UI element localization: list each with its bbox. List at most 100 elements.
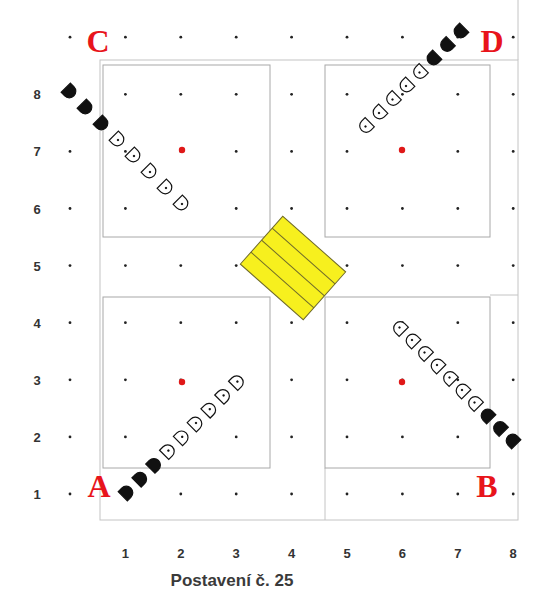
grid-dot bbox=[179, 264, 182, 267]
piece-dot bbox=[410, 338, 413, 341]
piece-shape bbox=[141, 163, 158, 180]
piece-dot bbox=[148, 170, 151, 173]
piece-shape bbox=[357, 118, 374, 135]
label-holder: 5 bbox=[33, 259, 40, 272]
grid-dot bbox=[69, 436, 72, 439]
grid-dot bbox=[69, 264, 72, 267]
frame-line bbox=[325, 468, 326, 520]
grid-dot bbox=[346, 150, 349, 153]
piece-dot bbox=[391, 98, 394, 101]
quadrant-square bbox=[325, 297, 490, 468]
grid-dot bbox=[290, 93, 293, 96]
piece-dot bbox=[222, 394, 225, 397]
white-piece bbox=[429, 357, 446, 374]
grid-dot bbox=[290, 493, 293, 496]
piece-shape bbox=[411, 64, 428, 81]
white-piece bbox=[141, 163, 158, 180]
red-point bbox=[399, 379, 405, 385]
row-number: 2 bbox=[33, 430, 40, 443]
row-number: 5 bbox=[33, 259, 40, 272]
grid-dot bbox=[235, 321, 238, 324]
white-piece bbox=[411, 64, 428, 81]
red-point bbox=[399, 147, 405, 153]
piece-shape bbox=[173, 428, 190, 445]
grid-dot bbox=[235, 36, 238, 39]
white-piece bbox=[201, 401, 218, 418]
row-number: 3 bbox=[33, 373, 40, 386]
grid-dot bbox=[346, 436, 349, 439]
black-piece bbox=[132, 470, 149, 487]
piece-dot bbox=[448, 376, 451, 379]
label-holder: 2 bbox=[177, 547, 184, 560]
grid-dot bbox=[235, 493, 238, 496]
piece-dot bbox=[398, 326, 401, 329]
grid-dot bbox=[290, 378, 293, 381]
piece-shape bbox=[504, 432, 521, 449]
piece-dot bbox=[164, 186, 167, 189]
piece-shape bbox=[157, 179, 174, 196]
grid-dot bbox=[512, 264, 515, 267]
row-number: 7 bbox=[33, 145, 40, 158]
grid-dots bbox=[69, 36, 515, 496]
grid-dot bbox=[346, 264, 349, 267]
piece-shape bbox=[491, 419, 508, 436]
label-holder: 3 bbox=[33, 373, 40, 386]
corner-letter: B bbox=[476, 470, 497, 502]
piece-shape bbox=[61, 83, 78, 100]
piece-dot bbox=[418, 71, 421, 74]
quadrant-square bbox=[103, 297, 270, 468]
white-piece bbox=[466, 394, 483, 411]
grid-dot bbox=[235, 264, 238, 267]
grid-dot bbox=[235, 207, 238, 210]
label-holder: 4 bbox=[288, 547, 295, 560]
piece-shape bbox=[118, 484, 135, 501]
yellow-divider bbox=[272, 228, 335, 284]
column-number: 1 bbox=[122, 547, 129, 560]
white-piece bbox=[125, 147, 142, 164]
grid-dot bbox=[124, 93, 127, 96]
white-piece bbox=[357, 118, 374, 135]
grid-dot bbox=[290, 36, 293, 39]
column-number: 2 bbox=[177, 547, 184, 560]
grid-dot bbox=[124, 264, 127, 267]
grid-dot bbox=[512, 493, 515, 496]
row-number: 4 bbox=[33, 316, 40, 329]
grid-dot bbox=[179, 36, 182, 39]
black-piece bbox=[479, 407, 496, 424]
piece-shape bbox=[215, 387, 232, 404]
frame-line bbox=[518, 0, 519, 60]
white-piece bbox=[416, 344, 433, 361]
grid-dot bbox=[124, 436, 127, 439]
piece-shape bbox=[454, 382, 471, 399]
piece-shape bbox=[125, 147, 142, 164]
column-number: 7 bbox=[454, 547, 461, 560]
white-piece bbox=[187, 415, 204, 432]
grid-dot bbox=[69, 207, 72, 210]
white-piece bbox=[404, 332, 421, 349]
corner-letter: A bbox=[87, 470, 110, 502]
piece-dot bbox=[236, 380, 239, 383]
piece-dot bbox=[377, 111, 380, 114]
white-piece bbox=[173, 428, 190, 445]
piece-shape bbox=[201, 401, 218, 418]
red-point bbox=[179, 147, 185, 153]
grid-dot bbox=[512, 378, 515, 381]
white-piece bbox=[109, 131, 126, 148]
grid-dot bbox=[456, 264, 459, 267]
piece-shape bbox=[132, 470, 149, 487]
grid-dot bbox=[346, 378, 349, 381]
label-holder: 6 bbox=[33, 202, 40, 215]
black-piece bbox=[438, 37, 455, 54]
grid-dot bbox=[456, 93, 459, 96]
piece-dot bbox=[194, 421, 197, 424]
white-piece bbox=[215, 387, 232, 404]
white-piece bbox=[384, 91, 401, 108]
piece-dot bbox=[404, 84, 407, 87]
grid-dot bbox=[235, 436, 238, 439]
piece-dot bbox=[116, 138, 119, 141]
grid-dot bbox=[124, 150, 127, 153]
piece-shape bbox=[384, 91, 401, 108]
grid-dot bbox=[401, 493, 404, 496]
grid-dot bbox=[69, 36, 72, 39]
